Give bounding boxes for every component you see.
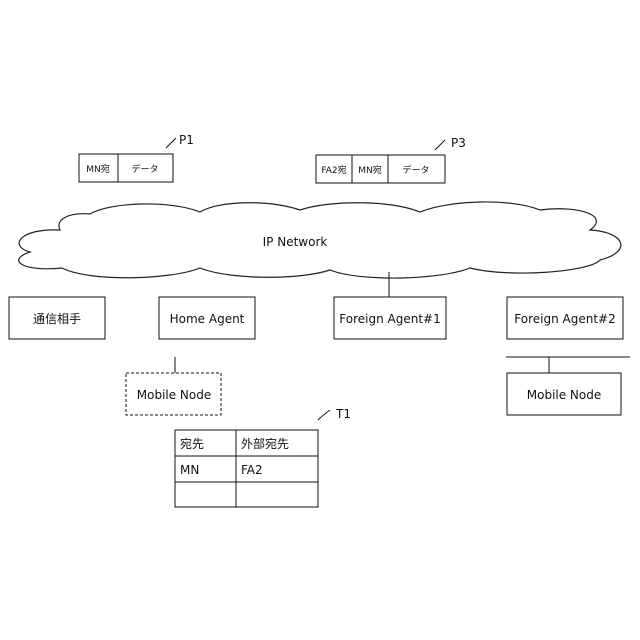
- mobile-node-old: Mobile Node: [126, 373, 221, 415]
- ip-network-label: IP Network: [263, 235, 328, 249]
- p3-data-field: データ: [402, 164, 429, 176]
- mobile-node-old-label: Mobile Node: [137, 388, 212, 402]
- packet-p1: MN宛 データ: [79, 154, 173, 182]
- p1-dest-field: MN宛: [86, 163, 110, 175]
- binding-table: 宛先 外部宛先 MN FA2: [175, 430, 318, 507]
- packet-p3: FA2宛 MN宛 データ: [316, 155, 445, 183]
- mobile-node-new: Mobile Node: [507, 373, 621, 415]
- p1-data-field: データ: [131, 163, 158, 175]
- t1-leader-line: [318, 410, 330, 420]
- ip-network-cloud: IP Network: [19, 202, 621, 278]
- p1-label: P1: [179, 133, 194, 147]
- table-cell: FA2: [241, 463, 263, 477]
- home-agent-node: Home Agent: [159, 297, 255, 339]
- foreign-agent-1-label: Foreign Agent#1: [339, 312, 440, 326]
- foreign-agent-1-node: Foreign Agent#1: [334, 297, 446, 339]
- p3-label: P3: [451, 136, 466, 150]
- table-header-foreign-dest: 外部宛先: [241, 436, 289, 451]
- home-agent-label: Home Agent: [170, 312, 245, 326]
- p3-leader-line: [435, 140, 445, 150]
- correspondent-label: 通信相手: [33, 312, 81, 326]
- foreign-agent-2-node: Foreign Agent#2: [507, 297, 623, 339]
- t1-label: T1: [335, 407, 351, 421]
- correspondent-node: 通信相手: [9, 297, 105, 339]
- p1-leader-line: [166, 138, 176, 148]
- p3-inner-dest-field: MN宛: [358, 164, 382, 176]
- mobile-node-new-label: Mobile Node: [527, 388, 602, 402]
- table-cell: MN: [180, 463, 199, 477]
- foreign-agent-2-label: Foreign Agent#2: [514, 312, 615, 326]
- p3-outer-dest-field: FA2宛: [321, 164, 346, 176]
- table-header-dest: 宛先: [180, 436, 204, 451]
